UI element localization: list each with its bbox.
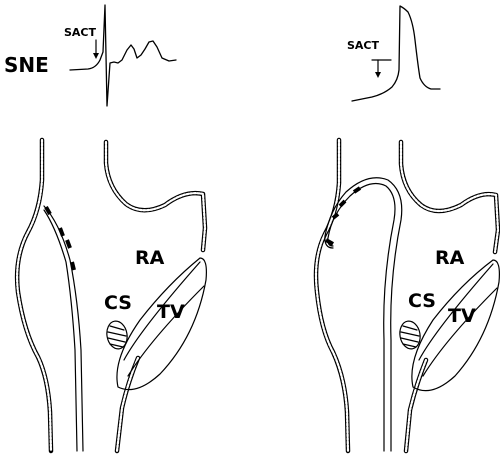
action-potential-trace	[351, 5, 441, 102]
right-catheter	[327, 183, 396, 452]
left-catheter-inner	[43, 209, 78, 452]
right-tv-label: TV	[448, 305, 476, 327]
left-ra-label: RA	[135, 247, 165, 269]
left-cs-label: CS	[104, 292, 132, 314]
left-sact-arrow	[93, 39, 99, 59]
right-ra-label: RA	[435, 247, 465, 269]
left-heart-schematic: RA CS TV	[14, 137, 208, 454]
left-sact-label: SACT	[64, 26, 97, 39]
right-cs-label: CS	[408, 290, 436, 312]
left-tv-label: TV	[157, 301, 185, 323]
right-sact-label: SACT	[347, 39, 380, 52]
right-lower-wall	[403, 357, 429, 454]
right-sact-arrow	[371, 59, 392, 78]
left-electrogram: SNE SACT	[4, 4, 177, 107]
right-coronary-sinus	[399, 320, 421, 350]
right-electrogram: SACT	[347, 5, 441, 102]
right-heart-schematic: RA CS TV	[313, 137, 500, 454]
left-catheter-electrodes	[44, 206, 76, 271]
right-atrial-wall	[398, 139, 500, 255]
left-tricuspid-valve	[116, 257, 207, 391]
left-electrogram-trace	[69, 4, 177, 107]
right-tricuspid-valve	[411, 259, 500, 392]
left-coronary-sinus	[106, 320, 128, 350]
right-svc-wall	[313, 137, 351, 454]
left-lower-wall	[114, 355, 141, 454]
right-catheter-electrodes	[325, 186, 362, 246]
sne-title: SNE	[4, 53, 49, 77]
left-svc-wall	[14, 137, 54, 454]
left-atrial-wall	[103, 139, 208, 253]
right-catheter-inner	[324, 177, 403, 452]
